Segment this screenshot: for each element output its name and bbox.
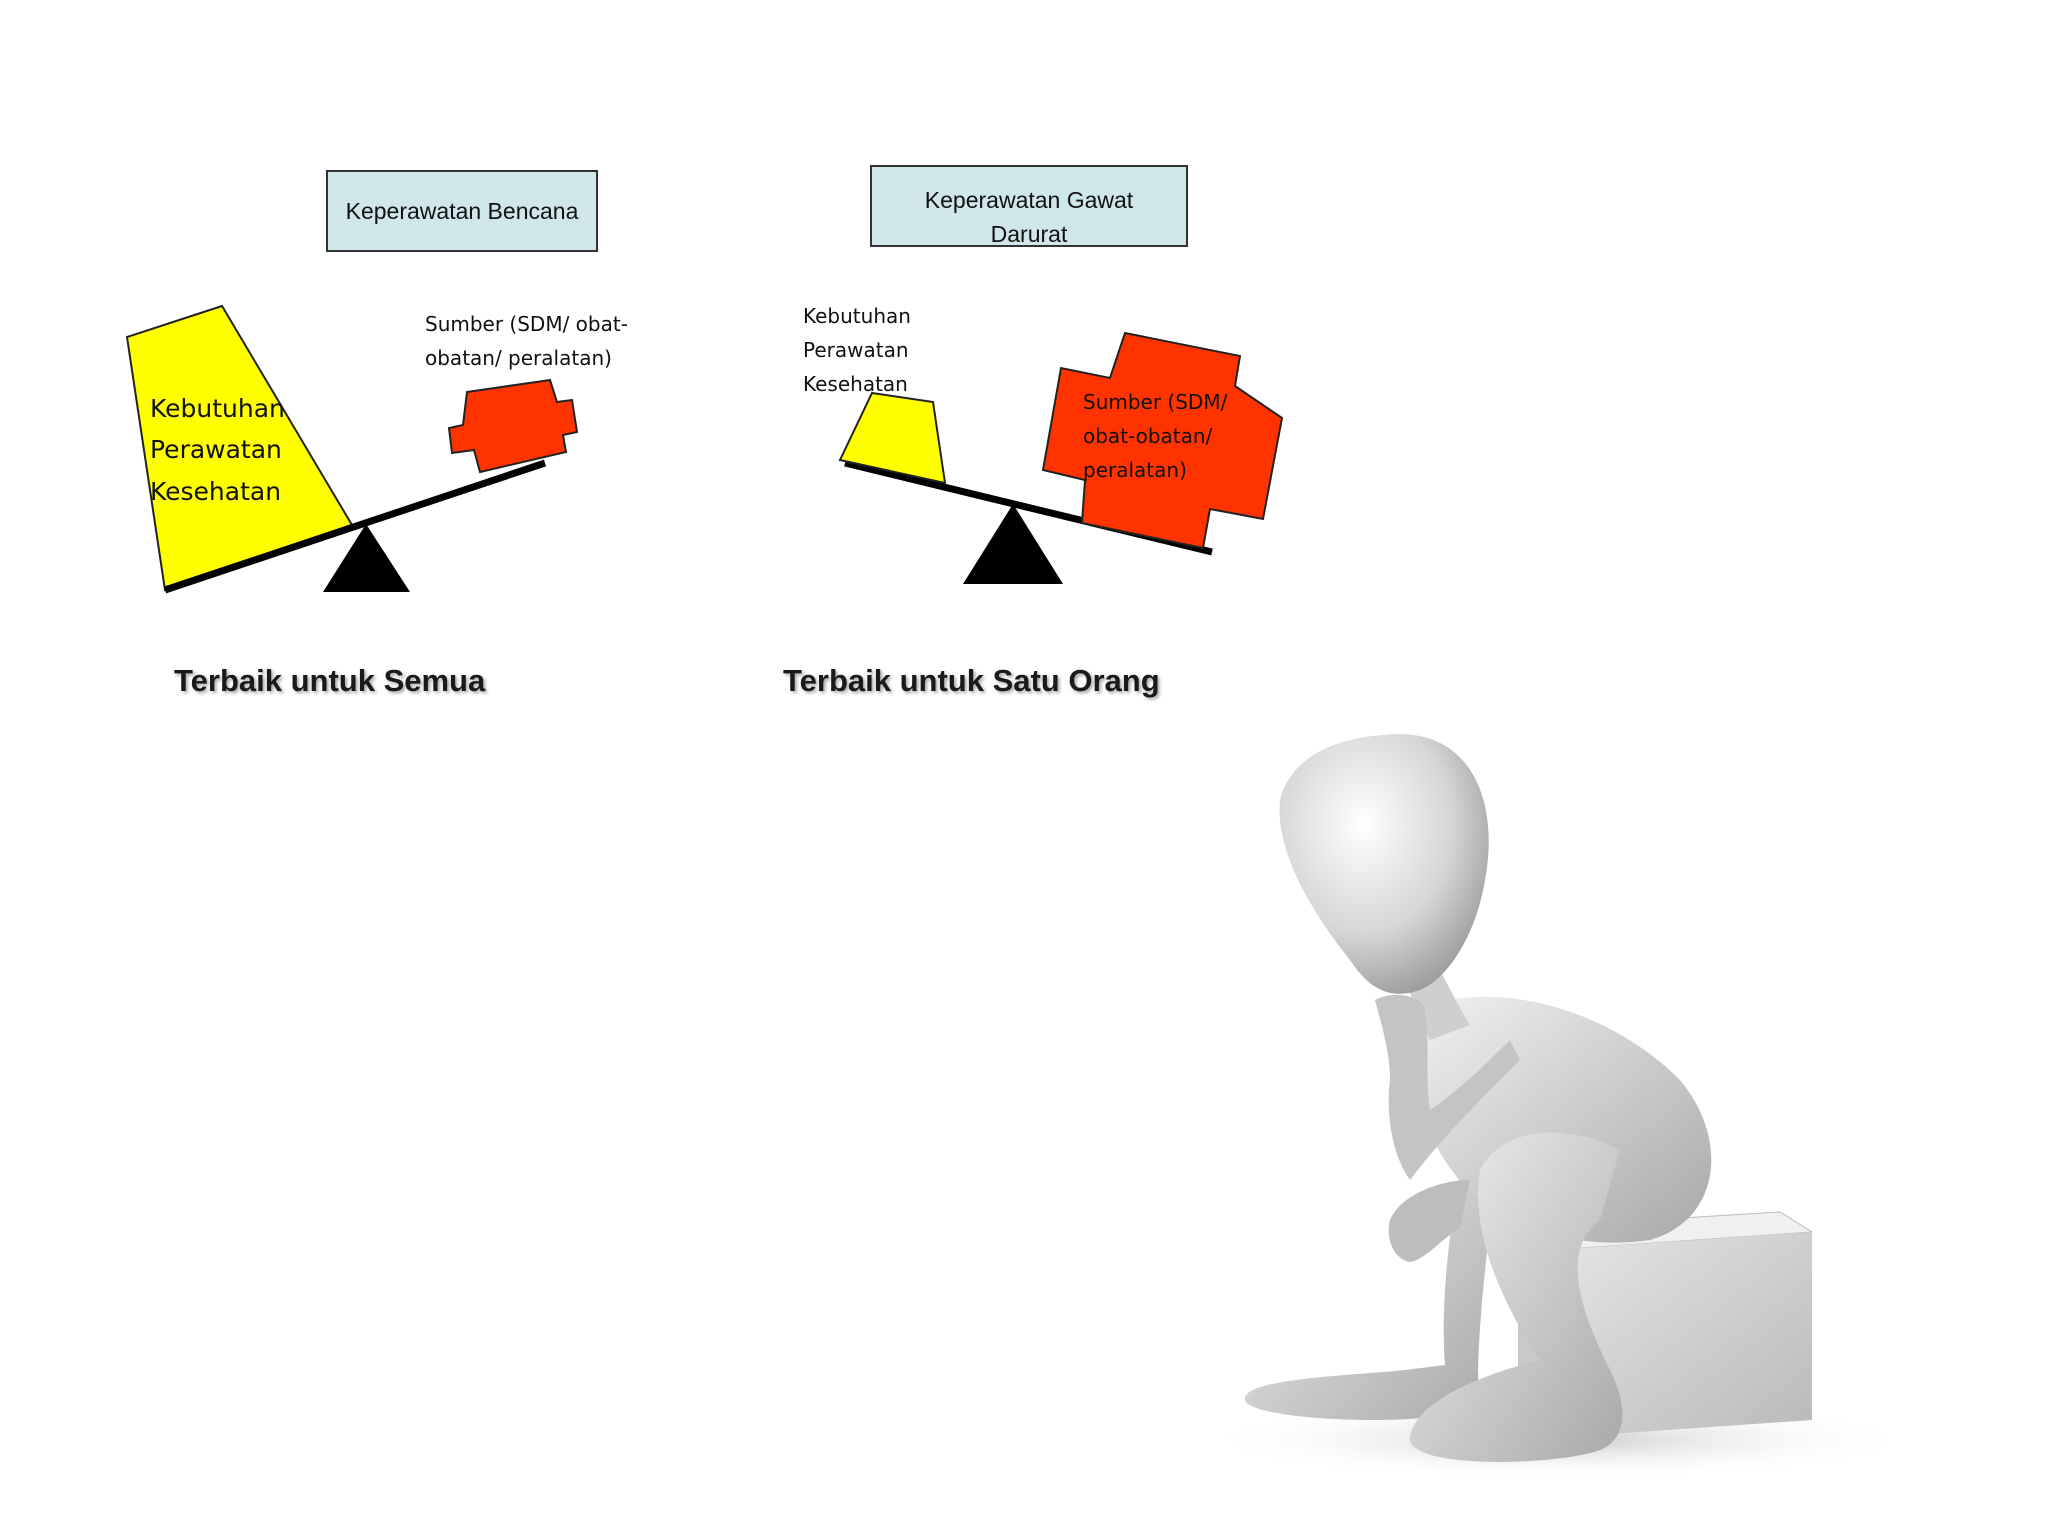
title-box-gawat-darurat: Keperawatan Gawat Darurat <box>870 165 1188 247</box>
right-resource-label-line2: obat-obatan/ <box>1083 424 1213 448</box>
right-resource-label-line1: Sumber (SDM/ <box>1083 390 1228 414</box>
right-fulcrum <box>963 504 1063 584</box>
left-resource-label: Sumber (SDM/ obat- obatan/ peralatan) <box>425 312 628 370</box>
right-need-label-line1: Kebutuhan <box>803 304 911 328</box>
right-need-block <box>838 391 947 485</box>
right-need-label-line3: Kesehatan <box>803 372 908 396</box>
left-beam <box>163 459 547 594</box>
title-box-bencana: Keperawatan Bencana <box>326 170 598 252</box>
title-gawat-darurat: Keperawatan Gawat Darurat <box>924 187 1134 247</box>
right-resource-label: Sumber (SDM/ obat-obatan/ peralatan) <box>1083 390 1228 482</box>
left-resource-block <box>447 378 579 474</box>
left-resource-label-line1: Sumber (SDM/ obat- <box>425 312 628 336</box>
left-fulcrum <box>323 524 410 592</box>
left-need-label: Kebutuhan Perawatan Kesehatan <box>150 394 285 506</box>
caption-terbaik-untuk-semua: Terbaik untuk Semua <box>174 663 486 698</box>
left-need-label-line1: Kebutuhan <box>150 394 285 423</box>
right-need-label: Kebutuhan Perawatan Kesehatan <box>803 304 911 396</box>
left-need-label-line3: Kesehatan <box>150 477 281 506</box>
left-resource-label-line2: obatan/ peralatan) <box>425 346 612 370</box>
left-balance-scale: Kebutuhan Perawatan Kesehatan Sumber (SD… <box>125 304 628 594</box>
thinking-person-icon <box>1200 734 1920 1480</box>
right-balance-scale: Kebutuhan Perawatan Kesehatan Sumber (SD… <box>803 304 1284 584</box>
left-need-label-line2: Perawatan <box>150 435 282 464</box>
right-resource-block <box>1041 331 1284 550</box>
right-need-label-line2: Perawatan <box>803 338 909 362</box>
caption-terbaik-untuk-satu-orang: Terbaik untuk Satu Orang <box>783 663 1160 698</box>
right-resource-label-line3: peralatan) <box>1083 458 1187 482</box>
title-bencana: Keperawatan Bencana <box>345 198 579 224</box>
